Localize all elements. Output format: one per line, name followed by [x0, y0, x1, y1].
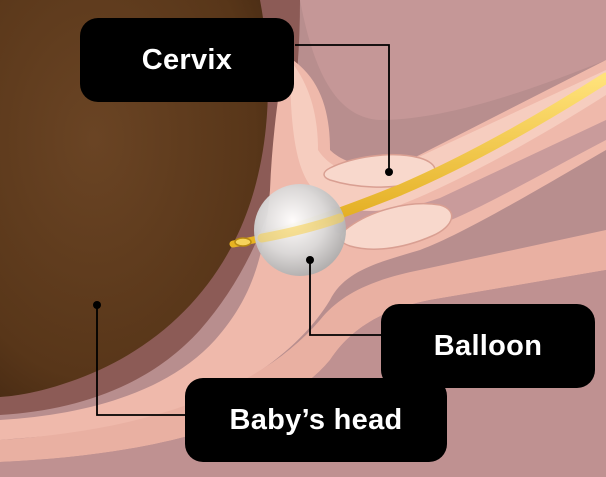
catheter-tip-opening: [235, 238, 251, 246]
balloon-leader-dot: [306, 256, 314, 264]
cervix-label: Cervix: [80, 18, 294, 102]
babys-head-label: Baby’s head: [185, 378, 447, 462]
head-leader-dot: [93, 301, 101, 309]
cervix-leader-dot: [385, 168, 393, 176]
balloon-label: Balloon: [381, 304, 595, 388]
